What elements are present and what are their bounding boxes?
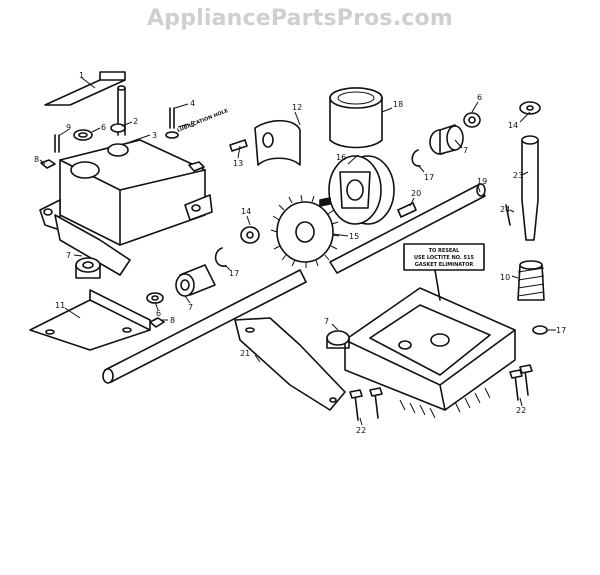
callout-6-top: 6 (101, 123, 106, 132)
part-10-worm-gear (517, 260, 545, 301)
callout-23: 23 (513, 171, 523, 180)
callout-12: 12 (292, 103, 302, 112)
watermark: AppliancePartsPros.com (147, 6, 453, 31)
part-11-base-bracket (29, 289, 151, 351)
callout-14-left: 14 (241, 207, 251, 216)
callout-20: 20 (411, 189, 421, 198)
callout-7-right: 7 (463, 146, 468, 155)
callout-15: 15 (349, 232, 359, 241)
mid-bushing-set (146, 247, 227, 304)
callout-8-lower: 8 (170, 316, 175, 325)
cover-fasteners (40, 107, 205, 328)
lower-shaft-left (102, 269, 307, 384)
callout-11: 11 (55, 301, 65, 310)
callout-6-lower: 6 (156, 309, 161, 318)
callout-17-left: 17 (229, 269, 239, 278)
part-1-bracket (44, 71, 126, 136)
callout-18: 18 (393, 100, 403, 109)
part-20-key (397, 202, 417, 218)
reseal-note-line-3: GASKET ELIMINATOR (415, 262, 474, 268)
part-17-clip-mid (411, 149, 421, 167)
part-18-sleeve (329, 87, 383, 149)
callout-17-mid: 17 (424, 173, 434, 182)
part-21-bracket (234, 317, 346, 411)
callout-5: 5 (190, 120, 195, 129)
callout-16: 16 (336, 153, 346, 162)
part-6-washer-right (463, 112, 481, 128)
callout-10: 10 (500, 273, 510, 282)
part-15-gear (270, 194, 340, 268)
callout-8-left: 8 (34, 155, 39, 164)
callout-1: 1 (79, 71, 84, 80)
reseal-note-box: TO RESEAL USE LOCTITE NO. 515 GASKET ELI… (403, 243, 485, 301)
part-14-washer (240, 226, 260, 244)
part-3-gearbox-cover (39, 139, 213, 276)
callout-7-lower: 7 (324, 317, 329, 326)
callout-numbers: 1 2 3 4 5 6 8 9 7 11 8 6 7 17 14 15 12 1… (34, 71, 566, 435)
part-7-bushing-left (75, 257, 101, 279)
reseal-note-line-2: USE LOCTITE NO. 515 (414, 255, 475, 261)
reseal-note-line-1: TO RESEAL (429, 248, 461, 254)
callout-2: 2 (133, 117, 138, 126)
part-7-bushing-lower (326, 330, 350, 349)
part-13-pin (229, 139, 248, 152)
callout-17-right: 17 (556, 326, 566, 335)
lubrication-hole-note: LUBRICATION HOLE (177, 108, 230, 134)
callout-14-right: 14 (508, 121, 518, 130)
callout-19: 19 (477, 177, 487, 186)
callout-24: 24 (500, 205, 510, 214)
part-19-shaft (329, 183, 486, 274)
callout-22-left: 22 (356, 426, 366, 435)
part-12-clip-bracket (254, 119, 301, 166)
part-7-bushing-right (429, 124, 464, 155)
callout-7-left: 7 (66, 251, 71, 260)
part-17-ring-lower (532, 325, 548, 335)
callout-22-right: 22 (516, 406, 526, 415)
leader-lines (39, 77, 556, 426)
callout-21: 21 (240, 349, 250, 358)
callout-6-right: 6 (477, 93, 482, 102)
callout-4: 4 (190, 99, 195, 108)
part-16-pulley (319, 155, 395, 225)
part-22-screws (349, 364, 533, 421)
callout-3: 3 (152, 131, 157, 140)
callout-13: 13 (233, 159, 243, 168)
gearbox-lower-housing (344, 287, 516, 419)
part-23-vertical-shaft (505, 101, 541, 241)
callout-7-mid: 7 (188, 303, 193, 312)
callout-9: 9 (66, 123, 71, 132)
